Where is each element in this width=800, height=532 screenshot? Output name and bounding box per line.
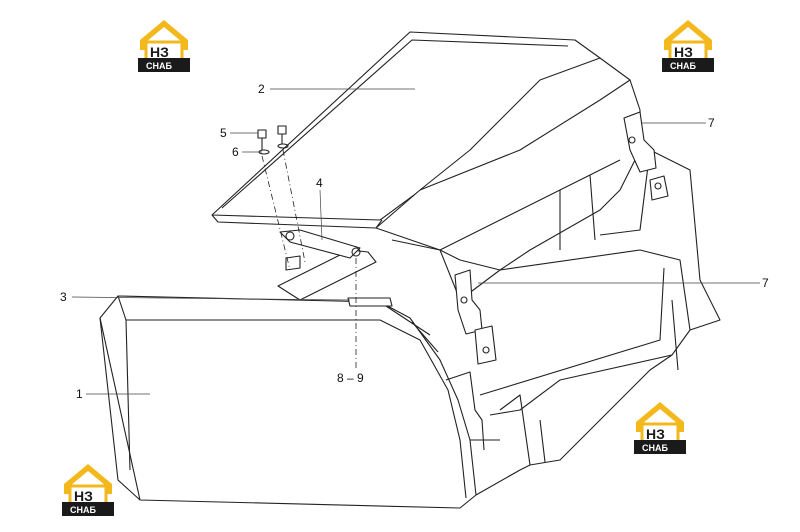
- callout-labels: 2 5 6 4 3 1 8 – 9 7 7: [60, 82, 769, 401]
- logo-caption: СНАБ: [642, 443, 668, 453]
- watermark-logo-top-left: НЗ СНАБ: [136, 18, 192, 74]
- callout-7-upper: 7: [708, 116, 715, 130]
- callout-5: 5: [220, 126, 227, 140]
- callout-7-lower: 7: [762, 276, 769, 290]
- leader-lines: [71, 88, 760, 395]
- watermark-logo-bottom-right: НЗ СНАБ: [632, 400, 688, 456]
- line-art: [99, 31, 721, 509]
- logo-mark: НЗ: [646, 426, 665, 442]
- logo-mark: НЗ: [674, 44, 693, 60]
- logo-mark: НЗ: [150, 44, 169, 60]
- watermark-logo-bottom-left: НЗ СНАБ: [60, 462, 116, 518]
- logo-caption: СНАБ: [670, 61, 696, 71]
- watermark-logo-top-right: НЗ СНАБ: [660, 18, 716, 74]
- logo-mark: НЗ: [74, 488, 93, 504]
- part-3-bracket: [277, 229, 393, 307]
- callout-3: 3: [60, 290, 67, 304]
- logo-caption: СНАБ: [70, 505, 96, 515]
- body-right-side: [459, 149, 721, 466]
- part-2-hood: [211, 31, 601, 229]
- callout-2: 2: [258, 82, 265, 96]
- callout-4: 4: [316, 176, 323, 190]
- assembly-guide-lines: [261, 149, 357, 370]
- callout-1: 1: [76, 387, 83, 401]
- logo-caption: СНАБ: [146, 61, 172, 71]
- parts-5-6-fasteners: [257, 125, 289, 155]
- part-7-hinges: [454, 111, 669, 365]
- callout-6: 6: [232, 145, 239, 159]
- callout-8-9: 8 – 9: [337, 371, 364, 385]
- part-1-housing: [99, 295, 531, 509]
